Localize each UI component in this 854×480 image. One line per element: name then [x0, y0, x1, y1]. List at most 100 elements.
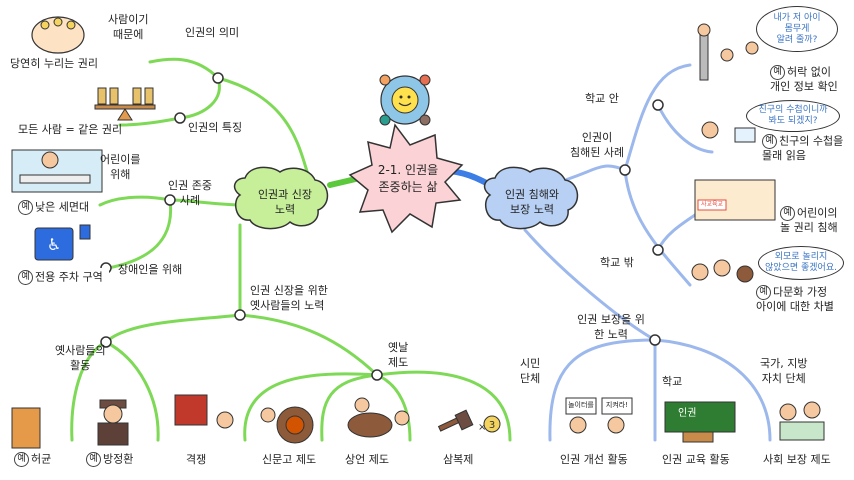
bang-label: 방정환 — [103, 452, 134, 466]
branch-government — [653, 338, 772, 442]
node-out-school — [652, 244, 664, 256]
center-title: 2-1. 인권을 존중하는 삶 — [368, 162, 448, 196]
center-title-line1: 2-1. 인권을 — [377, 163, 439, 177]
bubble-multicultural: 외모로 놀리지 않았으면 좋겠어요. — [758, 246, 844, 280]
branch-activity — [104, 313, 242, 344]
left-node-line1: 인권과 신장 — [257, 188, 313, 201]
node-in-school — [652, 99, 664, 111]
branch-sinmungo — [320, 373, 379, 442]
parking-illustration: ♿ — [34, 224, 91, 261]
branch-out-school — [623, 168, 692, 287]
sangeon-label: 상언 제도 — [345, 453, 389, 466]
node-guarantee — [649, 334, 661, 346]
svg-text:3: 3 — [489, 420, 495, 431]
scale-people-illustration — [94, 87, 156, 121]
example-mark: 예 — [780, 206, 795, 221]
parking-label: 전용 주차 구역 — [35, 270, 103, 284]
branch-guarantee — [523, 228, 657, 342]
meaning-label: 인권의 의미 — [185, 26, 240, 39]
government-label: 국가, 지방 자치 단체 — [760, 357, 808, 385]
sign1-text: 놀이터를 — [568, 401, 594, 409]
notebook-illustration — [701, 121, 756, 143]
civic-label: 시민 단체 — [520, 357, 541, 385]
branch-natural-right — [148, 57, 220, 80]
branch-heogyun — [70, 340, 108, 442]
out-school-label: 학교 밖 — [600, 256, 634, 269]
gyeokjaeng-label: 격쟁 — [186, 453, 207, 466]
campaign-label: 인권 개선 활동 — [560, 453, 628, 466]
elder-care-illustration — [779, 401, 825, 441]
left-node-label: 인권과 신장 노력 — [243, 187, 327, 217]
homework-label: 친구의 수첩을 몰래 읽음 — [762, 134, 844, 163]
branch-homework — [656, 103, 714, 154]
campaign-kids-illustration — [565, 397, 633, 434]
respect-cases-label: 인권 존중 사례 — [168, 179, 212, 207]
svg-text:×: × — [478, 422, 486, 433]
guarantee-effort-label: 인권 보장을 위한 노력 — [577, 313, 645, 341]
node-activity — [100, 336, 112, 348]
branch-sangeon — [375, 373, 412, 442]
classroom-illustration — [664, 401, 736, 443]
node-meaning — [212, 72, 224, 84]
bubble-homework: 친구의 수첩이니까 봐도 되겠지? — [746, 100, 840, 132]
book-illustration — [11, 407, 41, 449]
horse-rider-illustration — [347, 397, 410, 438]
svg-text:♿: ♿ — [47, 235, 61, 254]
example-mark: 예 — [762, 134, 777, 149]
node-feature — [174, 112, 186, 124]
hands-people-illustration — [31, 16, 85, 54]
center-title-line2: 존중하는 삶 — [378, 180, 438, 194]
privacy-label: 허락 없이 개인 정보 확인 — [770, 65, 838, 94]
natural-right-label: 당연히 누리는 권리 — [10, 57, 98, 70]
branch-gyeokjaeng — [243, 372, 379, 442]
ancestors-effort-label: 인권 신장을 위한 옛사람들의 노력 — [250, 284, 328, 312]
branch-feature — [178, 76, 221, 120]
academy-sign-text: 사교육교 — [700, 201, 724, 208]
play-right-label: 어린이의 놀 권리 침해 — [780, 206, 838, 235]
weighing-illustration — [697, 23, 759, 81]
node-violated — [619, 164, 631, 176]
violated-cases-label: 인권이 침해된 사례 — [570, 131, 625, 159]
playground-illustration — [694, 179, 776, 221]
right-node-line2: 보장 노력 — [510, 203, 554, 216]
low-sink-illustration — [11, 149, 103, 193]
branch-in-school — [623, 63, 692, 172]
sambokje-label: 삼복제 — [443, 453, 474, 466]
board-text: 인권 — [678, 408, 697, 419]
feature-label: 인권의 특징 — [188, 121, 243, 134]
gyeokjaeng-illustration — [174, 394, 234, 429]
for-children-label: 어린이를 위해 — [100, 153, 141, 181]
right-node-line1: 인권 침해와 — [504, 188, 560, 201]
left-node-line2: 노력 — [274, 203, 296, 216]
example-mark: 예 — [756, 285, 771, 300]
social-security-label: 사회 보장 제도 — [763, 453, 831, 466]
node-ancestors — [234, 309, 246, 321]
old-system-label: 옛날 제도 — [388, 341, 409, 369]
because-human-label: 사람이기 때문에 — [108, 13, 149, 41]
node-respect — [164, 194, 176, 206]
people-ring-illustration — [379, 74, 431, 126]
branch-children — [98, 195, 172, 207]
for-disabled-label: 장애인을 위해 — [118, 263, 183, 276]
branch-disabled — [106, 198, 173, 270]
multicultural-label: 다문화 가정 아이에 대한 차별 — [756, 285, 834, 314]
example-mark: 예 — [14, 452, 29, 467]
low-sink-label: 낮은 세면대 — [35, 200, 90, 214]
right-node-label: 인권 침해와 보장 노력 — [490, 187, 574, 217]
sign2-text: 지켜라! — [605, 401, 629, 409]
branch-system — [238, 313, 379, 377]
branch-sambokje — [375, 370, 512, 442]
branch-civic — [548, 338, 657, 442]
equal-right-label: 모든 사람 = 같은 권리 — [18, 123, 123, 136]
example-mark: 예 — [86, 452, 101, 467]
school-label: 학교 — [662, 375, 683, 388]
